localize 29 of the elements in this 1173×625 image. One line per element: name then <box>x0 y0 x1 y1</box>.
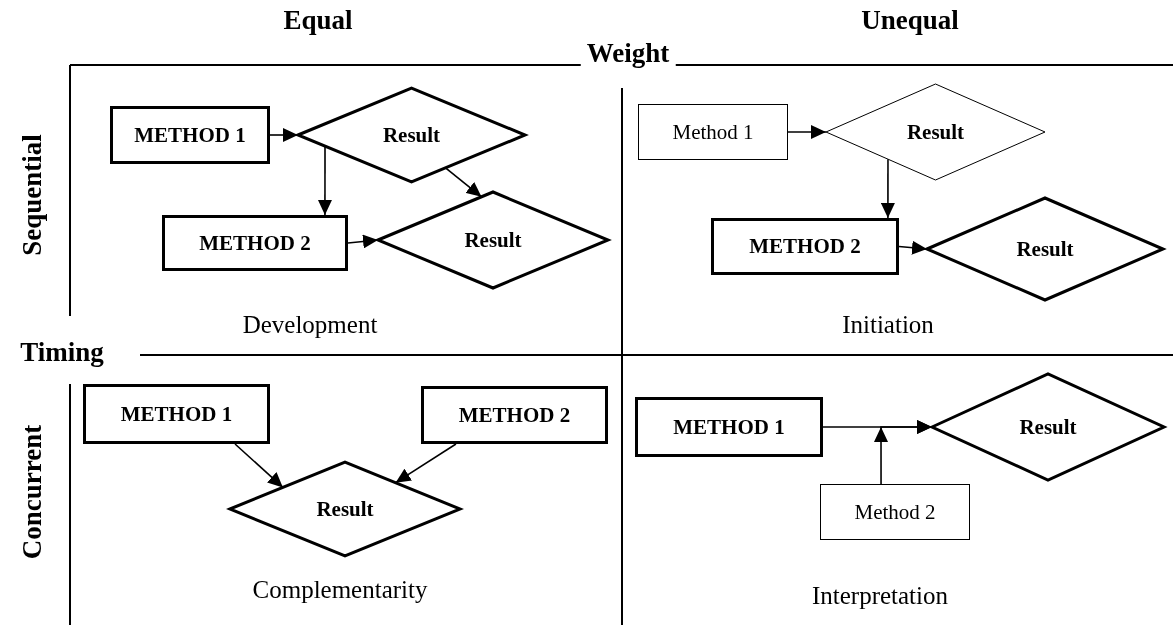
process-box <box>421 386 608 444</box>
process-box <box>638 104 788 160</box>
arrow <box>394 443 457 484</box>
process-box <box>162 215 348 271</box>
process-box <box>83 384 270 444</box>
node-label: METHOD 1 <box>120 401 233 427</box>
node-label: METHOD 2 <box>749 234 861 259</box>
process-box <box>711 218 899 275</box>
arrow <box>787 125 827 139</box>
process-box <box>635 397 823 457</box>
node-label: Method 2 <box>854 499 936 525</box>
process-box <box>110 106 270 164</box>
node-label: Result <box>1016 236 1074 262</box>
node-label: METHOD 2 <box>458 402 571 428</box>
node-label: Result <box>316 496 374 522</box>
node-label: METHOD 1 <box>134 122 246 148</box>
node-label: METHOD 1 <box>673 414 785 440</box>
arrow <box>444 167 483 198</box>
arrow <box>317 145 332 216</box>
decision-diamond <box>826 84 1045 180</box>
arrow <box>880 158 895 219</box>
node-label: Result <box>906 119 965 145</box>
node-label: Result <box>382 122 441 148</box>
node-label: Result <box>1019 414 1077 440</box>
arrow <box>234 443 284 489</box>
node-label: Method 1 <box>672 119 754 145</box>
node-label: METHOD 2 <box>199 230 311 256</box>
node-label: Result <box>464 227 522 253</box>
process-box <box>820 484 970 540</box>
